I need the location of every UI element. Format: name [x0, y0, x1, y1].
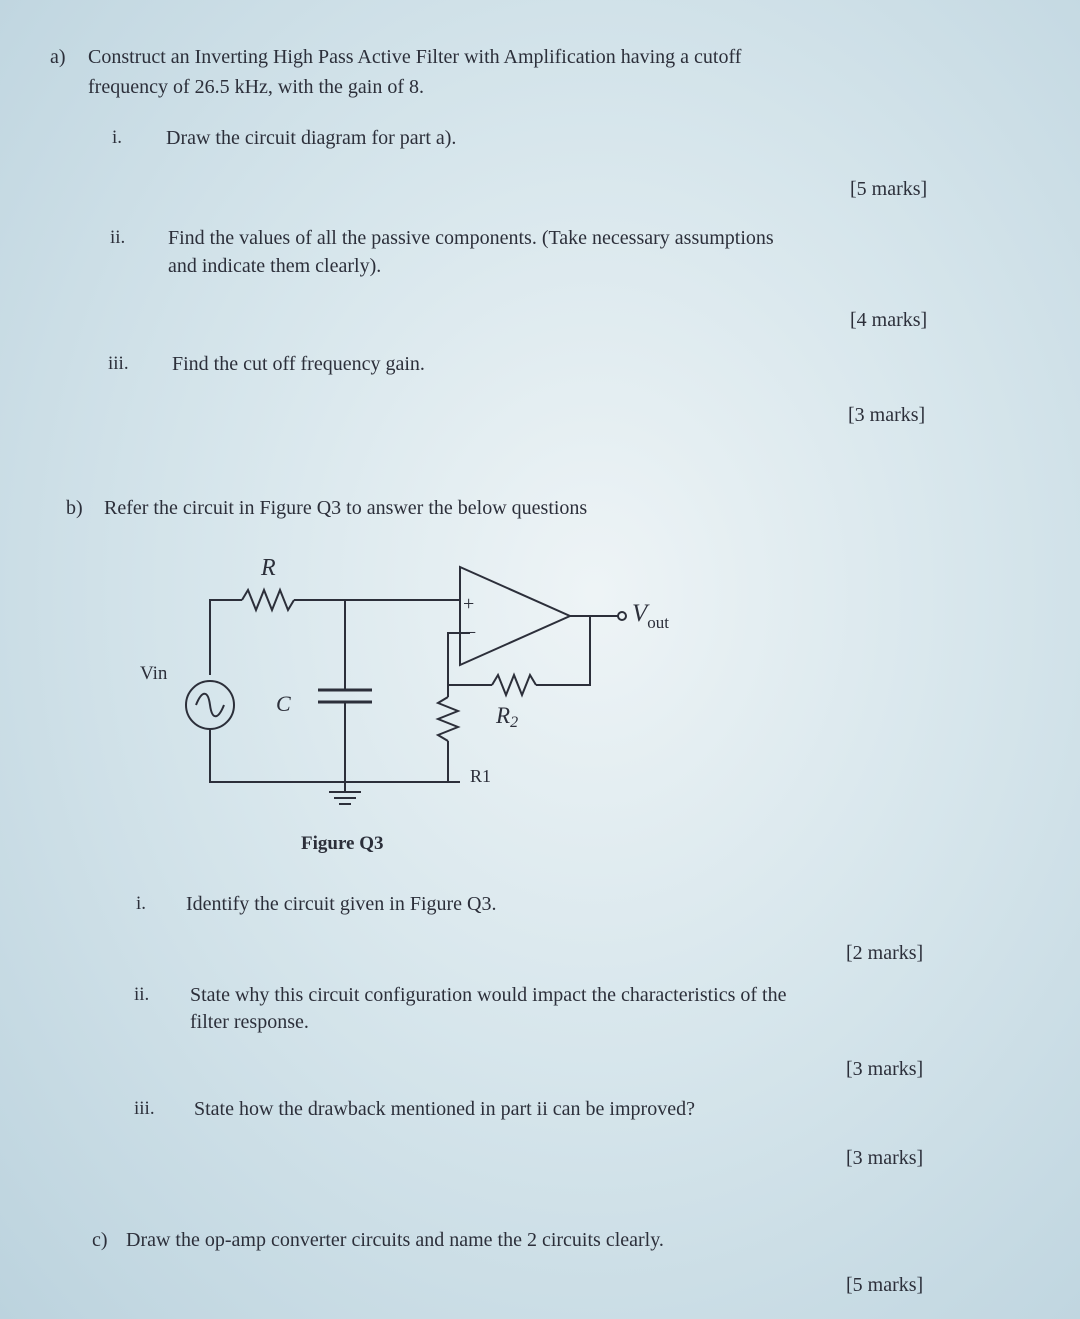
part-c-text: Draw the op-amp converter circuits and n…	[126, 1229, 664, 1251]
wire-source-bottom	[209, 729, 460, 783]
label-vout-sub: out	[647, 613, 669, 632]
part-b-ii-text-line-1: State why this circuit configuration wou…	[190, 984, 787, 1006]
part-b-ii-text-line-2: filter response.	[190, 1011, 309, 1033]
label-vin: Vin	[140, 663, 168, 684]
part-b-ii-number: ii.	[134, 984, 150, 1005]
part-b-iii-marks: [3 marks]	[846, 1147, 924, 1169]
wire-r1-bottom	[447, 741, 460, 783]
label-vout: Vout	[632, 600, 669, 632]
part-a-i-marks: [5 marks]	[850, 178, 928, 200]
part-a-label: a)	[50, 46, 66, 68]
part-a-iii-marks: [3 marks]	[848, 404, 926, 426]
op-amp-triangle	[459, 565, 573, 667]
label-vout-v: V	[632, 600, 650, 627]
resistor-r1	[435, 696, 461, 742]
wire-feedback-down	[536, 616, 591, 686]
ac-source-wave	[195, 692, 225, 718]
figure-q3-circuit-diagram: R C Vin + − Vout R2 R1	[140, 555, 669, 805]
part-b-i-marks: [2 marks]	[846, 942, 924, 964]
label-r2-r: R	[495, 703, 510, 728]
part-a-ii-marks: [4 marks]	[850, 309, 928, 331]
part-b-iii-number: iii.	[134, 1098, 155, 1119]
wire-top-left	[209, 599, 242, 675]
part-b-label: b)	[66, 497, 83, 519]
part-a-question-line-2: frequency of 26.5 kHz, with the gain of …	[88, 76, 425, 98]
part-a-iii-number: iii.	[108, 353, 129, 374]
part-a-question-line-1: Construct an Inverting High Pass Active …	[88, 46, 742, 68]
part-b-i-number: i.	[136, 893, 147, 914]
label-r: R	[260, 555, 276, 581]
label-r2: R2	[495, 703, 518, 731]
label-plus: +	[463, 593, 474, 615]
part-a-ii-text-line-2: and indicate them clearly).	[168, 255, 382, 277]
part-b-ii-marks: [3 marks]	[846, 1058, 924, 1080]
resistor-r2	[491, 672, 537, 698]
resistor-r	[241, 587, 295, 613]
label-r1: R1	[470, 766, 491, 786]
figure-caption: Figure Q3	[301, 833, 384, 854]
part-c-marks: [5 marks]	[846, 1274, 924, 1296]
label-r2-sub: 2	[510, 714, 518, 731]
part-b-i-text: Identify the circuit given in Figure Q3.	[186, 893, 497, 915]
part-a-ii-number: ii.	[110, 227, 126, 248]
part-a-i-text: Draw the circuit diagram for part a).	[166, 127, 457, 149]
part-c-label: c)	[92, 1229, 108, 1251]
part-b-intro: Refer the circuit in Figure Q3 to answer…	[104, 497, 588, 519]
label-c: C	[276, 691, 291, 716]
output-terminal	[617, 611, 627, 621]
part-a-ii-text-line-1: Find the values of all the passive compo…	[168, 227, 774, 249]
wire-minus-input	[447, 632, 470, 685]
label-minus: −	[465, 622, 476, 644]
part-a-i-number: i.	[112, 127, 123, 148]
part-b-iii-text: State how the drawback mentioned in part…	[194, 1098, 695, 1120]
part-a-iii-text: Find the cut off frequency gain.	[172, 353, 425, 375]
